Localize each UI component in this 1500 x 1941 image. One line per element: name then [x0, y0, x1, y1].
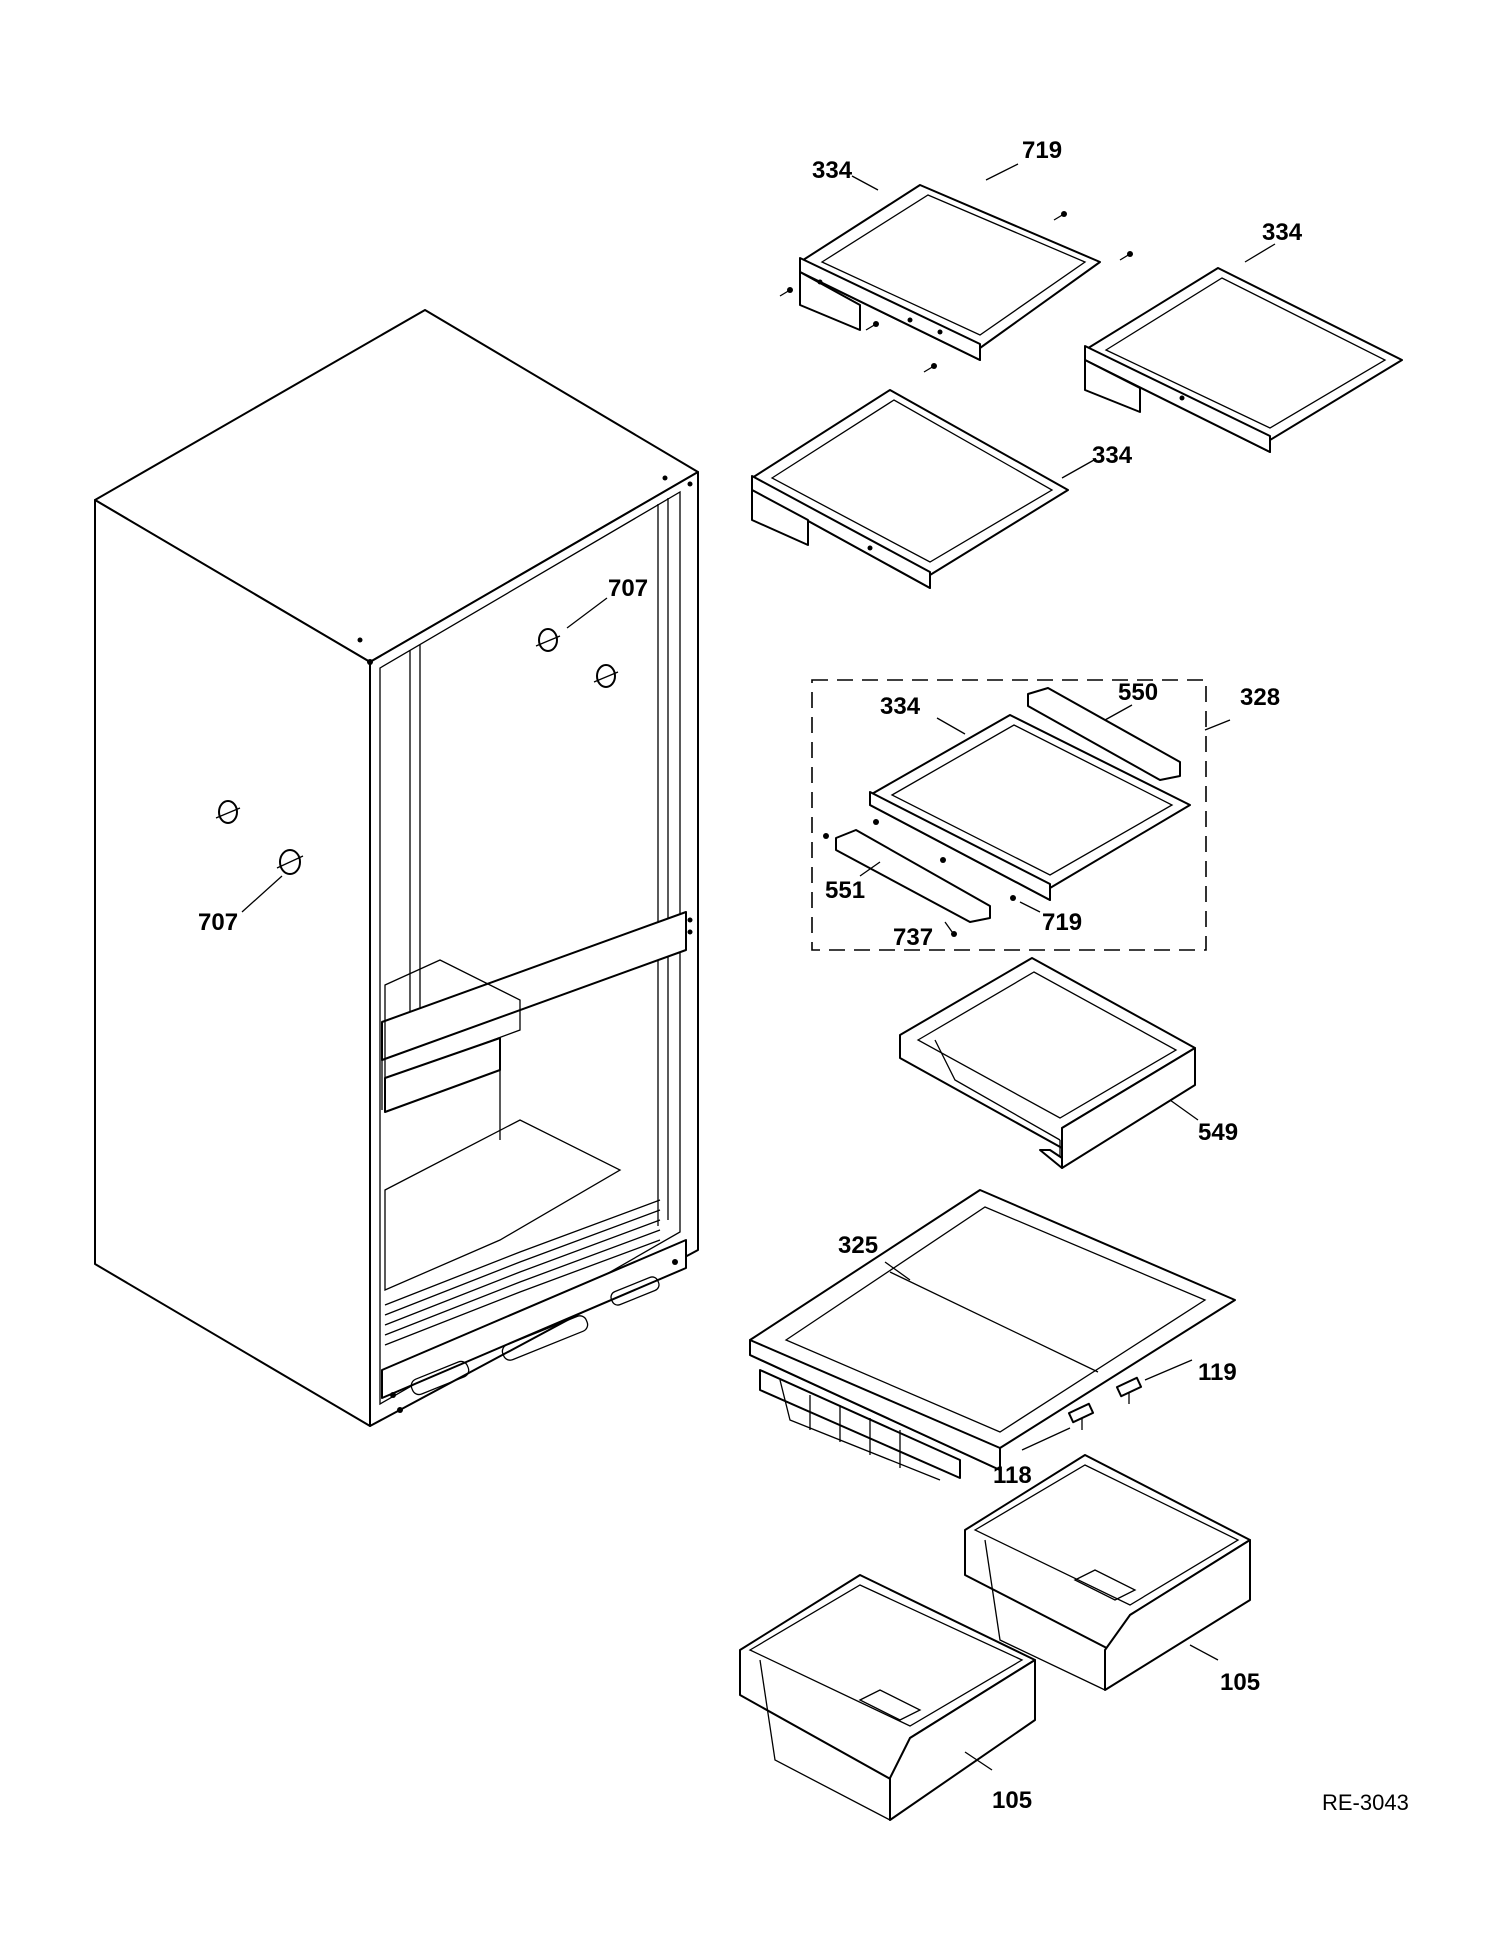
callout-719-kit: 719 — [1042, 909, 1082, 936]
callout-105-right: 105 — [1220, 1669, 1260, 1696]
crisper-cover-325 — [749, 1189, 1236, 1481]
callout-737: 737 — [893, 924, 933, 951]
callout-labels: 719 334 334 334 707 707 334 550 328 551 … — [198, 137, 1409, 1815]
pan-549 — [899, 957, 1196, 1169]
callout-334-top-right: 334 — [1262, 219, 1303, 246]
callout-334-top-left: 334 — [812, 157, 853, 184]
shelf-kit-328 — [811, 679, 1207, 951]
callout-105-left: 105 — [992, 1787, 1032, 1814]
callout-707-left: 707 — [198, 909, 238, 936]
callout-707-right: 707 — [608, 575, 648, 602]
callout-328: 328 — [1240, 684, 1280, 711]
callout-719-top: 719 — [1022, 137, 1062, 164]
shelf-support-707 — [215, 628, 619, 875]
callout-118: 118 — [993, 1462, 1032, 1489]
leader-lines — [241, 163, 1276, 1771]
callout-550: 550 — [1118, 679, 1158, 706]
callout-551: 551 — [825, 877, 865, 904]
callout-334-middle: 334 — [1092, 442, 1133, 469]
callout-549: 549 — [1198, 1119, 1238, 1146]
callout-325: 325 — [838, 1232, 878, 1259]
cover-clips-118-119 — [1067, 1376, 1143, 1430]
reference-code: RE-3043 — [1322, 1790, 1409, 1815]
callout-119: 119 — [1198, 1359, 1237, 1386]
refrigerator-cabinet — [94, 309, 699, 1427]
callout-334-kit: 334 — [880, 693, 921, 720]
crisper-drawer-right — [964, 1454, 1251, 1691]
glass-shelf-upper-left — [799, 184, 1101, 361]
glass-shelf-upper-right — [1084, 267, 1403, 453]
shelf-screws-719 — [779, 211, 1133, 373]
glass-shelf-middle — [751, 389, 1069, 589]
floor-ribs — [384, 1199, 661, 1346]
crisper-drawer-left — [739, 1574, 1036, 1821]
